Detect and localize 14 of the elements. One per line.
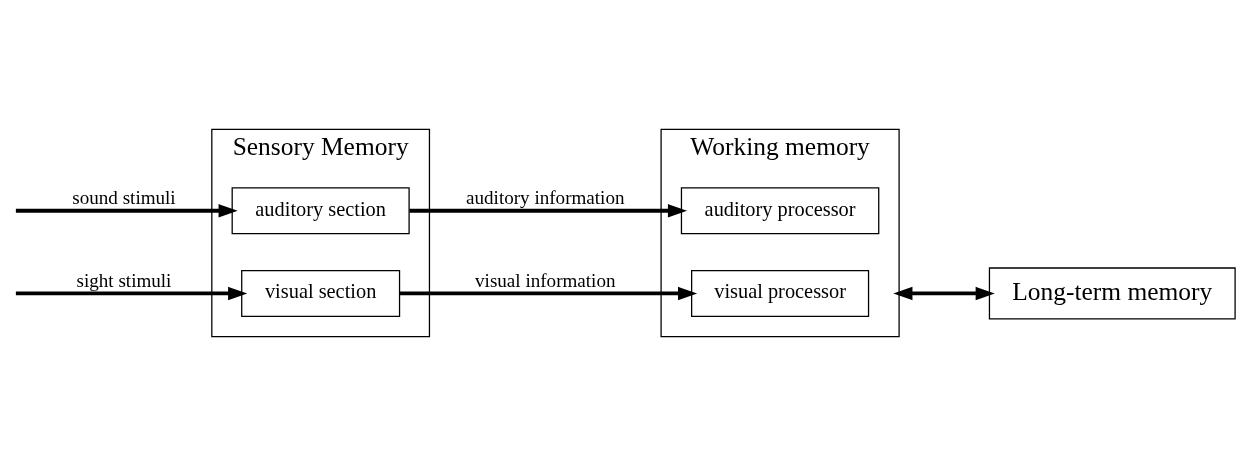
arrow xyxy=(15,286,248,300)
edge-label: sound stimuli xyxy=(72,186,176,208)
arrow xyxy=(409,203,688,217)
node-box: auditory processor xyxy=(680,186,880,234)
arrow xyxy=(15,203,238,217)
arrow xyxy=(893,286,995,300)
node-box: visual processor xyxy=(691,269,870,317)
node-box: auditory section xyxy=(231,186,410,234)
edge-label: auditory information xyxy=(466,186,625,208)
node-box: Long-term memory xyxy=(988,266,1236,320)
edge-label: sight stimuli xyxy=(76,269,172,291)
node-box: visual section xyxy=(241,269,401,317)
arrow xyxy=(399,286,698,300)
edge-label: visual information xyxy=(475,269,616,291)
